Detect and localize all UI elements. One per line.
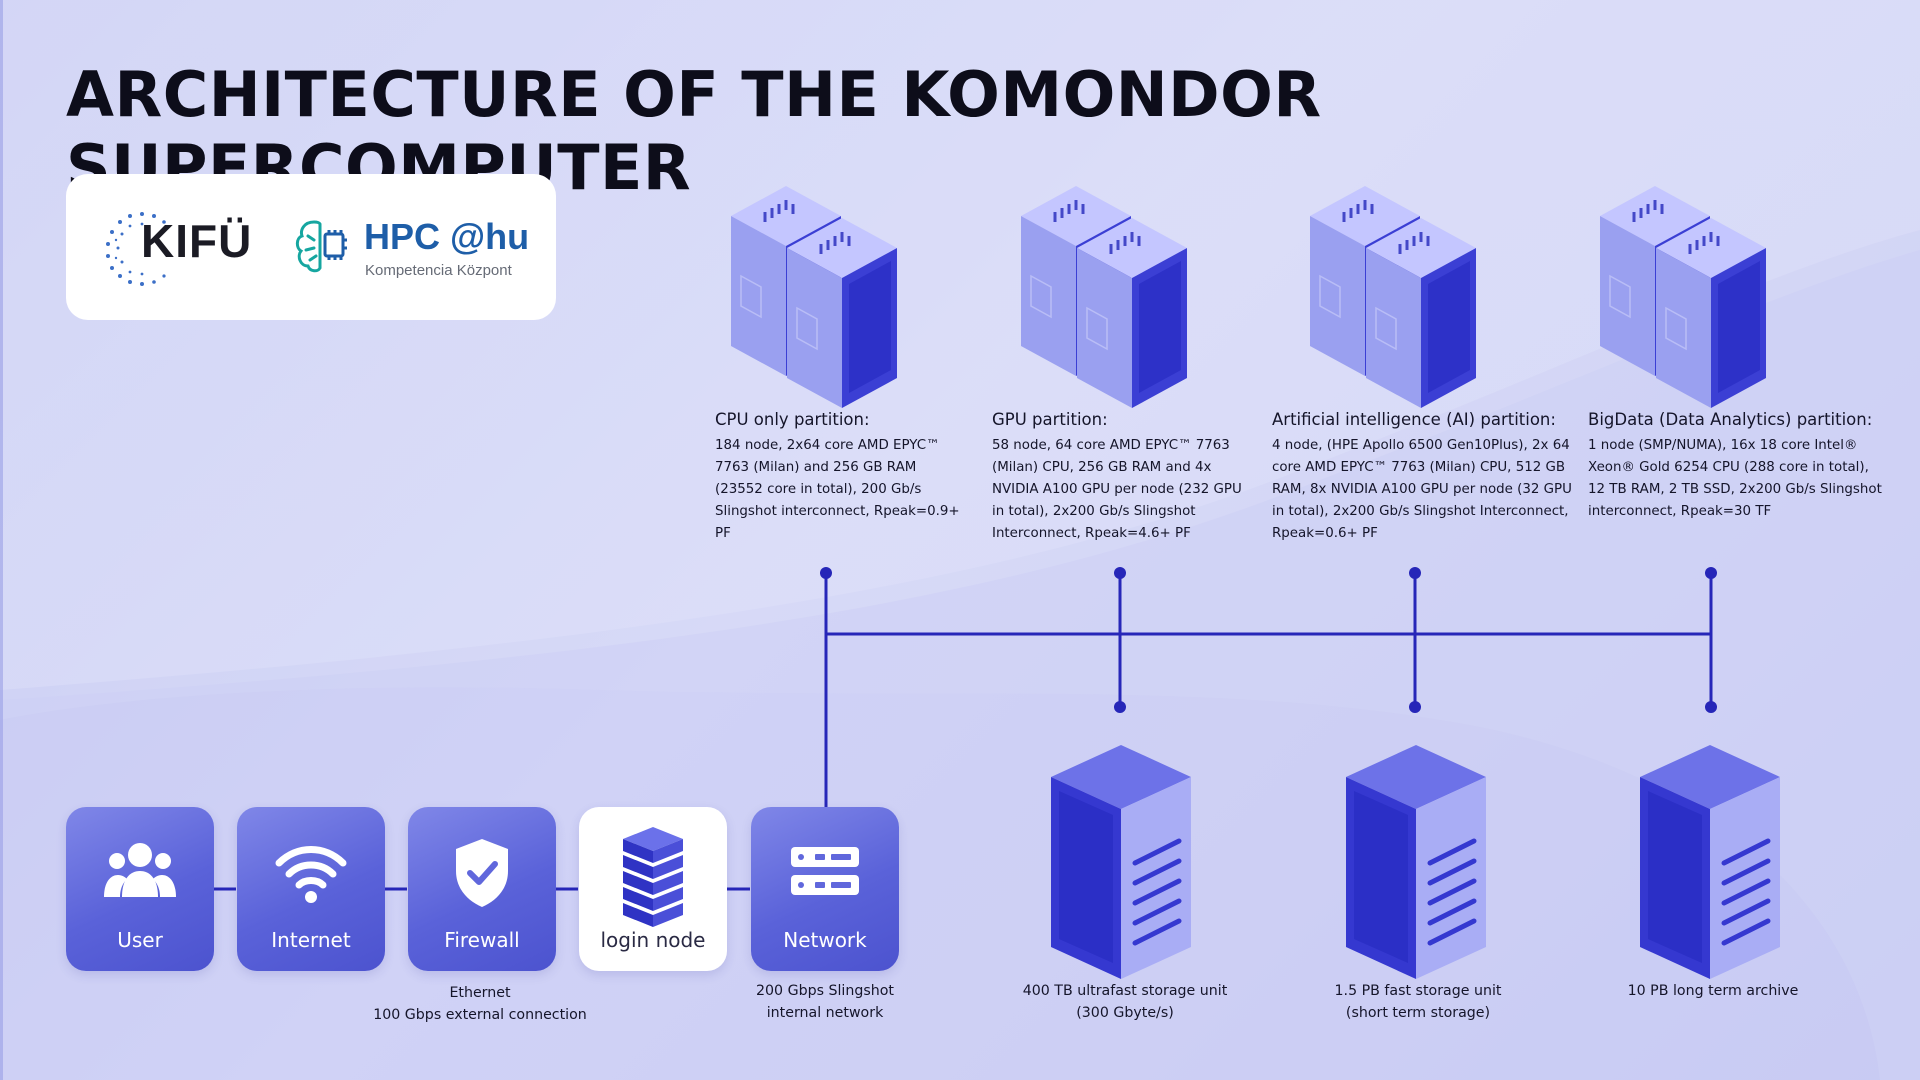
network-tile[interactable]: Network <box>751 807 899 971</box>
caption-line: (300 Gbyte/s) <box>1076 1005 1174 1021</box>
partition-description: 1 node (SMP/NUMA), 16x 18 core Intel® Xe… <box>1588 438 1882 519</box>
partition-title: GPU partition: <box>992 410 1108 429</box>
caption-line: internal network <box>766 1005 884 1021</box>
ethernet-caption: Ethernet 100 Gbps external connection <box>330 982 630 1026</box>
partition-description: 58 node, 64 core AMD EPYC™ 7763 (Milan) … <box>992 438 1242 541</box>
partition-ai: Artificial intelligence (AI) partition: … <box>1272 410 1572 545</box>
caption-line: 100 Gbps external connection <box>373 1007 587 1023</box>
server-stack-icon <box>623 827 683 927</box>
partition-title: BigData (Data Analytics) partition: <box>1588 410 1873 429</box>
caption-line: 1.5 PB fast storage unit <box>1334 983 1502 999</box>
caption-line: 200 Gbps Slingshot <box>755 983 894 999</box>
partition-gpu: GPU partition: 58 node, 64 core AMD EPYC… <box>992 410 1256 545</box>
caption-line: 400 TB ultrafast storage unit <box>1022 983 1228 999</box>
users-icon <box>104 843 176 897</box>
hpc-logo-subtitle: Kompetencia Központ <box>365 262 512 279</box>
wifi-icon <box>275 846 347 903</box>
tile-label: Network <box>783 928 867 952</box>
user-tile[interactable]: User <box>66 807 214 971</box>
caption-line: Ethernet <box>449 985 511 1001</box>
partition-bigdata: BigData (Data Analytics) partition: 1 no… <box>1588 410 1888 523</box>
storage-fast-icon <box>1346 745 1486 979</box>
gpu-partition-servers <box>1021 186 1187 408</box>
cpu-partition-servers <box>731 186 897 408</box>
login-node-tile[interactable]: login node <box>579 807 727 971</box>
storage-ultrafast-icon <box>1051 745 1191 979</box>
storage-fast-caption: 1.5 PB fast storage unit (short term sto… <box>1268 980 1568 1024</box>
storage-archive-icon <box>1640 745 1780 979</box>
bigdata-partition-servers <box>1600 186 1766 408</box>
slingshot-caption: 200 Gbps Slingshot internal network <box>700 980 950 1024</box>
ai-partition-servers <box>1310 186 1476 408</box>
partition-cpu: CPU only partition: 184 node, 2x64 core … <box>715 410 960 545</box>
partition-description: 4 node, (HPE Apollo 6500 Gen10Plus), 2x … <box>1272 438 1572 541</box>
logo-card: KIFÜ HPC @hu Kompetencia Központ <box>66 174 556 320</box>
caption-line: 10 PB long term archive <box>1627 983 1799 999</box>
kifu-logo-icon <box>106 212 166 286</box>
tile-label: Firewall <box>444 928 520 952</box>
tile-label: User <box>117 928 163 952</box>
storage-ultrafast-caption: 400 TB ultrafast storage unit (300 Gbyte… <box>975 980 1275 1024</box>
firewall-tile[interactable]: Firewall <box>408 807 556 971</box>
internet-tile[interactable]: Internet <box>237 807 385 971</box>
partition-description: 184 node, 2x64 core AMD EPYC™ 7763 (Mila… <box>715 438 960 541</box>
network-lines <box>214 573 1713 891</box>
shield-check-icon <box>456 839 508 907</box>
caption-line: (short term storage) <box>1345 1005 1491 1021</box>
tile-label: login node <box>600 928 706 952</box>
storage-archive-caption: 10 PB long term archive <box>1563 980 1863 1002</box>
connection-dots <box>820 567 1717 713</box>
brain-chip-icon <box>295 220 347 273</box>
partition-title: CPU only partition: <box>715 410 870 429</box>
tile-label: Internet <box>271 928 351 952</box>
kifu-logo-text: KIFÜ <box>141 215 253 267</box>
hpc-logo-text: HPC @hu <box>364 216 530 257</box>
partition-title: Artificial intelligence (AI) partition: <box>1272 410 1556 429</box>
network-switch-icon <box>791 847 859 895</box>
